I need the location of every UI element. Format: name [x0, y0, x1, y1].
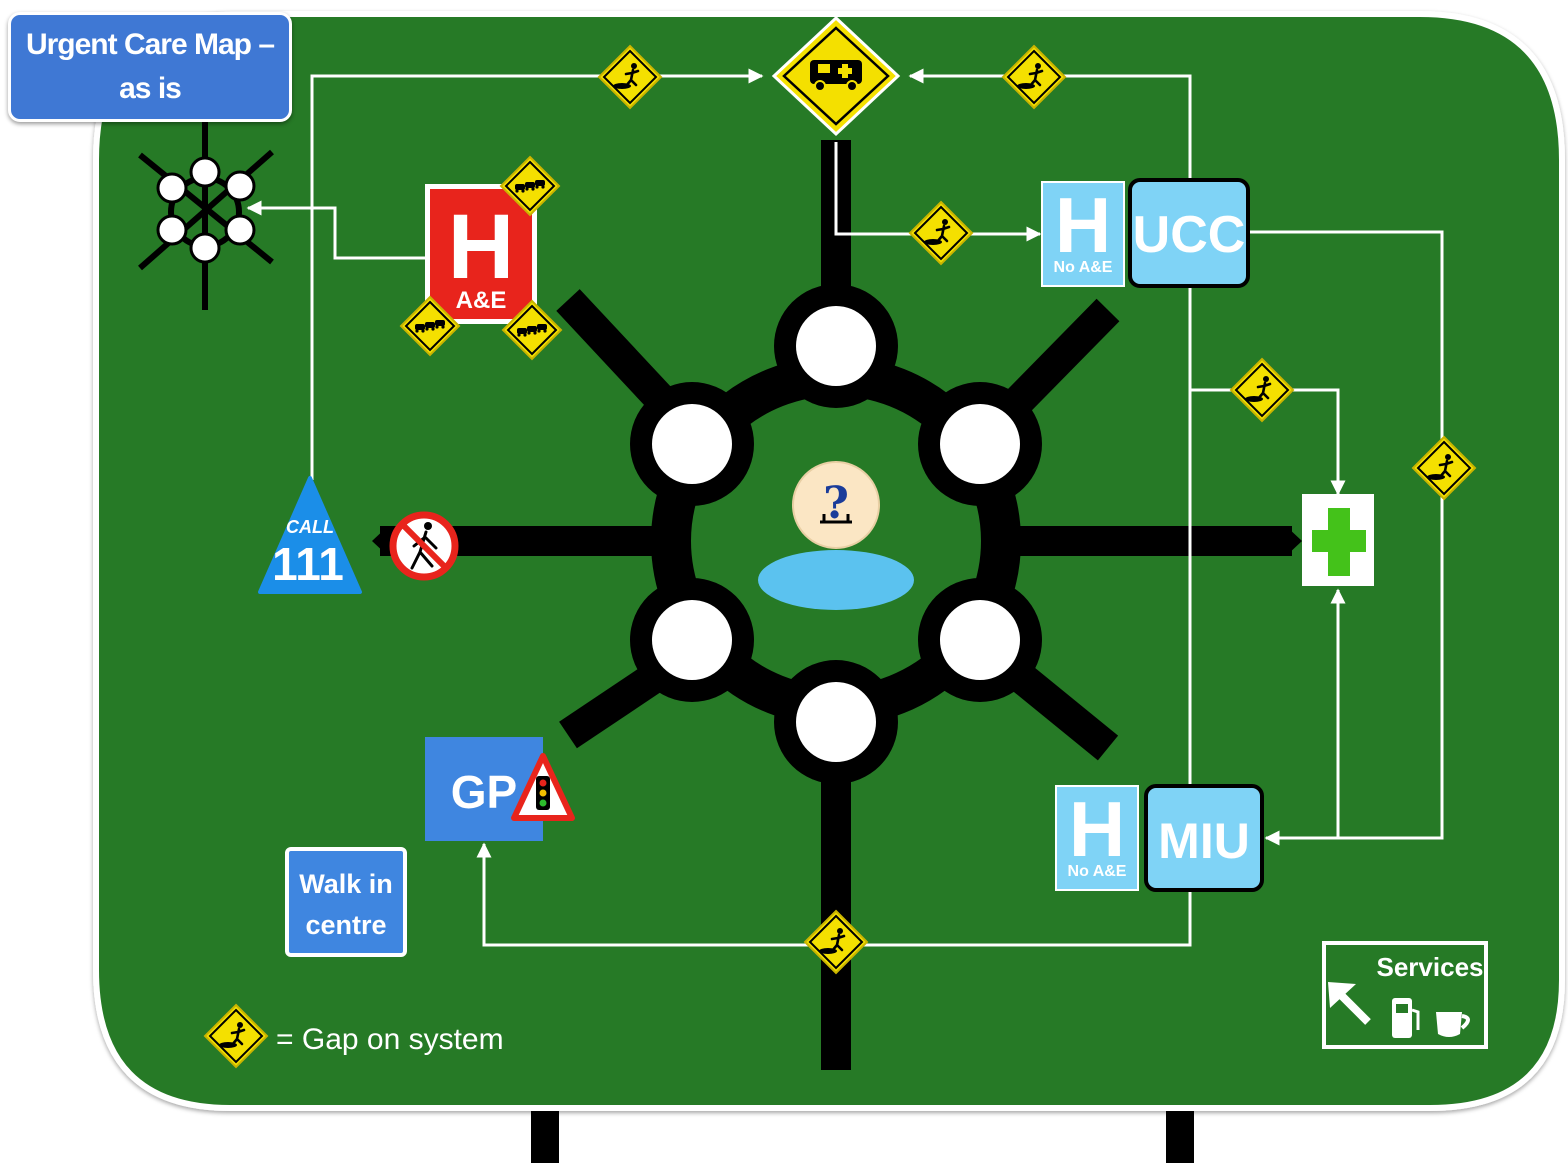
miu-label: MIU: [1158, 813, 1250, 869]
ambulance-warning-icon: [771, 15, 901, 137]
walk-in-line1: Walk in: [299, 869, 393, 899]
gp-sign: GP: [425, 737, 543, 841]
ucc-h-letter: H: [1055, 181, 1111, 269]
coffee-cup-icon: [1436, 1012, 1470, 1037]
ucc-hospital-sign: H No A&E UCC: [1041, 178, 1250, 288]
title-line-1: Urgent Care Map –: [25, 28, 275, 61]
miu-sublabel: No A&E: [1068, 863, 1127, 880]
fuel-pump-icon: [1392, 998, 1420, 1038]
title-line-2: as is: [119, 72, 182, 105]
miu-hospital-sign: H No A&E MIU: [1055, 784, 1264, 892]
call-number: 111: [272, 538, 344, 590]
miu-h-letter: H: [1069, 785, 1125, 873]
sign-post-right: [1166, 1105, 1194, 1163]
pharmacy-cross-icon: [1302, 494, 1374, 586]
legend-text: = Gap on system: [276, 1023, 504, 1056]
confused-patient-icon: ?: [758, 461, 914, 610]
no-pedestrians-icon: [389, 511, 459, 581]
walk-in-line2: centre: [305, 910, 386, 940]
diagram-title: Urgent Care Map – as is: [8, 12, 292, 122]
ae-hospital-sign: H A&E: [425, 184, 537, 324]
legend: = Gap on system: [203, 1003, 504, 1069]
ae-h-letter: H: [448, 196, 514, 298]
walk-in-centre-sign: Walk in centre: [285, 847, 407, 957]
ucc-label: UCC: [1133, 206, 1246, 264]
call-label: CALL: [286, 517, 334, 537]
ae-label: A&E: [456, 287, 507, 314]
gp-label: GP: [451, 766, 517, 818]
sign-post-left: [531, 1105, 559, 1163]
ucc-sublabel: No A&E: [1054, 259, 1113, 276]
services-sign: Services: [1322, 941, 1488, 1049]
call-111-sign: CALL 111: [258, 476, 362, 594]
mini-roundabout-icon: [138, 118, 274, 310]
services-label: Services: [1377, 952, 1484, 982]
traffic-light-warning-icon: [511, 753, 575, 821]
mini-roundabouts: [630, 284, 1042, 784]
